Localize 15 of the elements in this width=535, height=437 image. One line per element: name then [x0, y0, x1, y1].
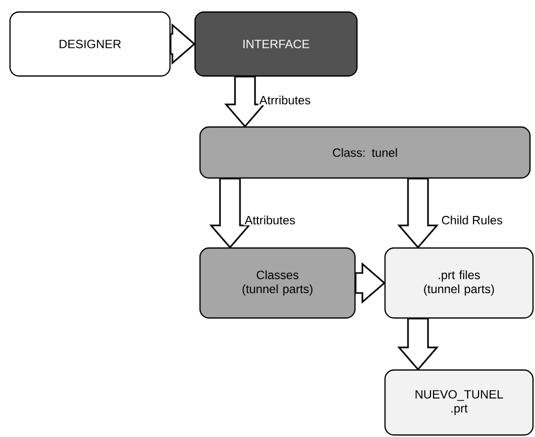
process-box: INTERFACE [194, 11, 358, 77]
block-arrow [224, 76, 266, 128]
process-box: .prt files (tunnel parts) [384, 247, 534, 319]
block-arrow [170, 23, 196, 65]
process-box: Classes (tunnel parts) [199, 247, 356, 319]
block-arrow [397, 178, 439, 249]
process-box: DESIGNER [9, 11, 171, 77]
process-box: Class: tunel [199, 126, 531, 179]
block-arrow [397, 318, 439, 371]
edge-label: Atrributes [258, 94, 312, 106]
block-arrow [209, 178, 251, 249]
block-arrow [354, 262, 386, 304]
process-box: NUEVO_TUNEL .prt [384, 369, 534, 436]
edge-label: Child Rules [440, 214, 504, 226]
edge-label: Attributes [244, 214, 296, 226]
